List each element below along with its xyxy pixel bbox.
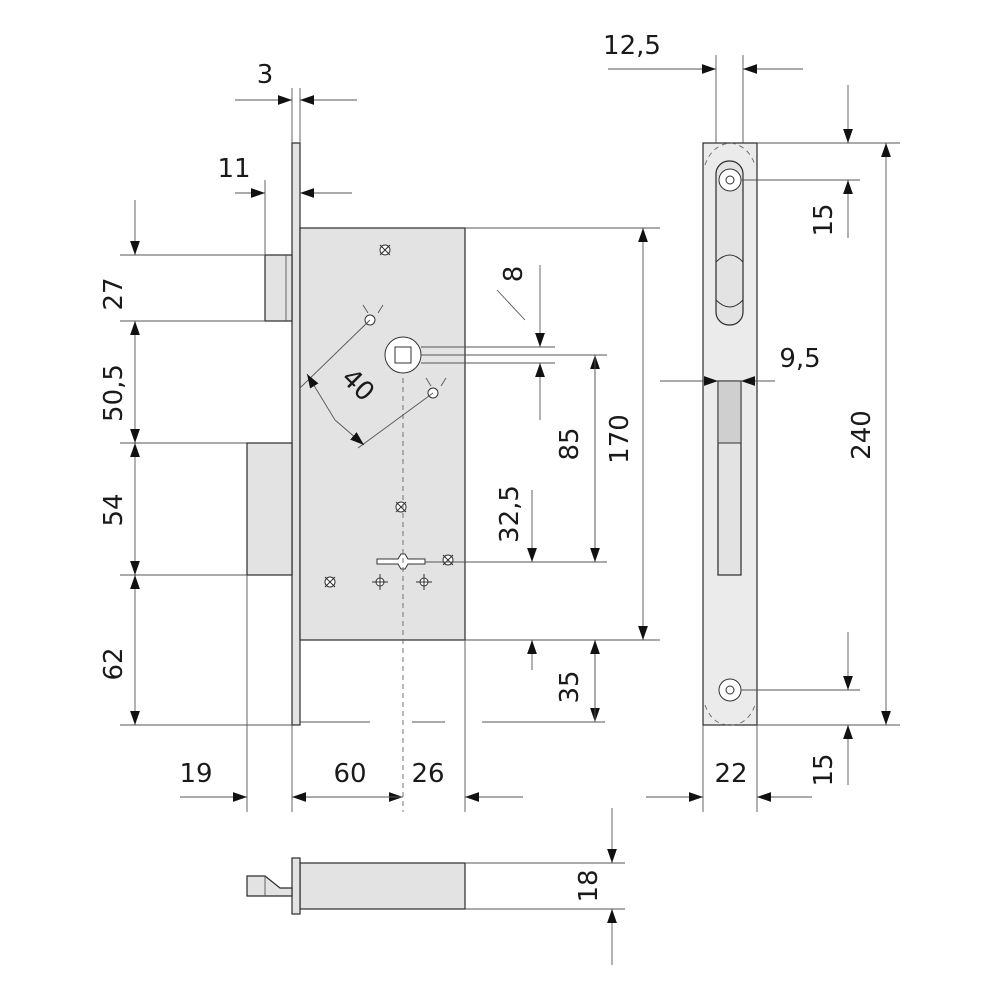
- strike-screw-hole-bottom: [718, 678, 742, 702]
- keyhole: [372, 553, 432, 590]
- bottom-faceplate: [291, 857, 301, 915]
- dim-label-bottom-view-height: 18: [574, 869, 604, 902]
- dim-label-backset: 60: [333, 759, 366, 789]
- dimension-labels: 3 11 12,5 27 50,5 54 62 19 60 26 8 40 85…: [99, 31, 877, 903]
- dim-label-35: 35: [555, 670, 585, 703]
- spindle-square-hole: [394, 346, 412, 364]
- dim-label-striker-thickness: 12,5: [603, 31, 661, 61]
- dim-label-170: 170: [605, 414, 635, 464]
- dim-label-striker-slot: 9,5: [779, 344, 820, 374]
- deadbolt: [246, 442, 293, 576]
- bottom-latch: [246, 875, 293, 897]
- latch-bolt: [264, 254, 293, 322]
- lock-bottom-view: [246, 857, 466, 915]
- dim-label-32-5: 32,5: [495, 485, 525, 543]
- faceplate: [291, 142, 301, 726]
- dimension-lines: [120, 55, 900, 965]
- dim-label-50-5: 50,5: [99, 364, 129, 422]
- lock-case: [299, 227, 466, 641]
- dim-label-62: 62: [99, 647, 129, 680]
- lock-front-view: [246, 142, 466, 812]
- dim-label-27: 27: [99, 277, 129, 310]
- dim-label-26: 26: [411, 759, 444, 789]
- dim-label-striker-width: 22: [714, 759, 747, 789]
- dim-label-striker-height: 240: [847, 410, 877, 460]
- strike-plate-view: [702, 142, 758, 726]
- bottom-case: [299, 862, 466, 910]
- dim-label-faceplate-offset: 11: [217, 154, 250, 184]
- strike-screw-hole-top: [718, 168, 742, 192]
- dim-label-striker-hole-top: 15: [809, 203, 839, 236]
- strike-latch-recess: [715, 160, 744, 326]
- dim-label-85: 85: [555, 427, 585, 460]
- dim-label-striker-hole-bottom: 15: [809, 753, 839, 786]
- dim-label-8: 8: [499, 266, 529, 283]
- screw-hole-bottom-right: [442, 554, 454, 566]
- screw-hole-bottom-left: [324, 576, 336, 588]
- dim-label-54: 54: [99, 493, 129, 526]
- screw-hole-top: [379, 244, 391, 256]
- screw-hole-middle: [395, 501, 407, 513]
- dim-label-19: 19: [179, 759, 212, 789]
- dim-label-faceplate-thickness: 3: [257, 60, 274, 90]
